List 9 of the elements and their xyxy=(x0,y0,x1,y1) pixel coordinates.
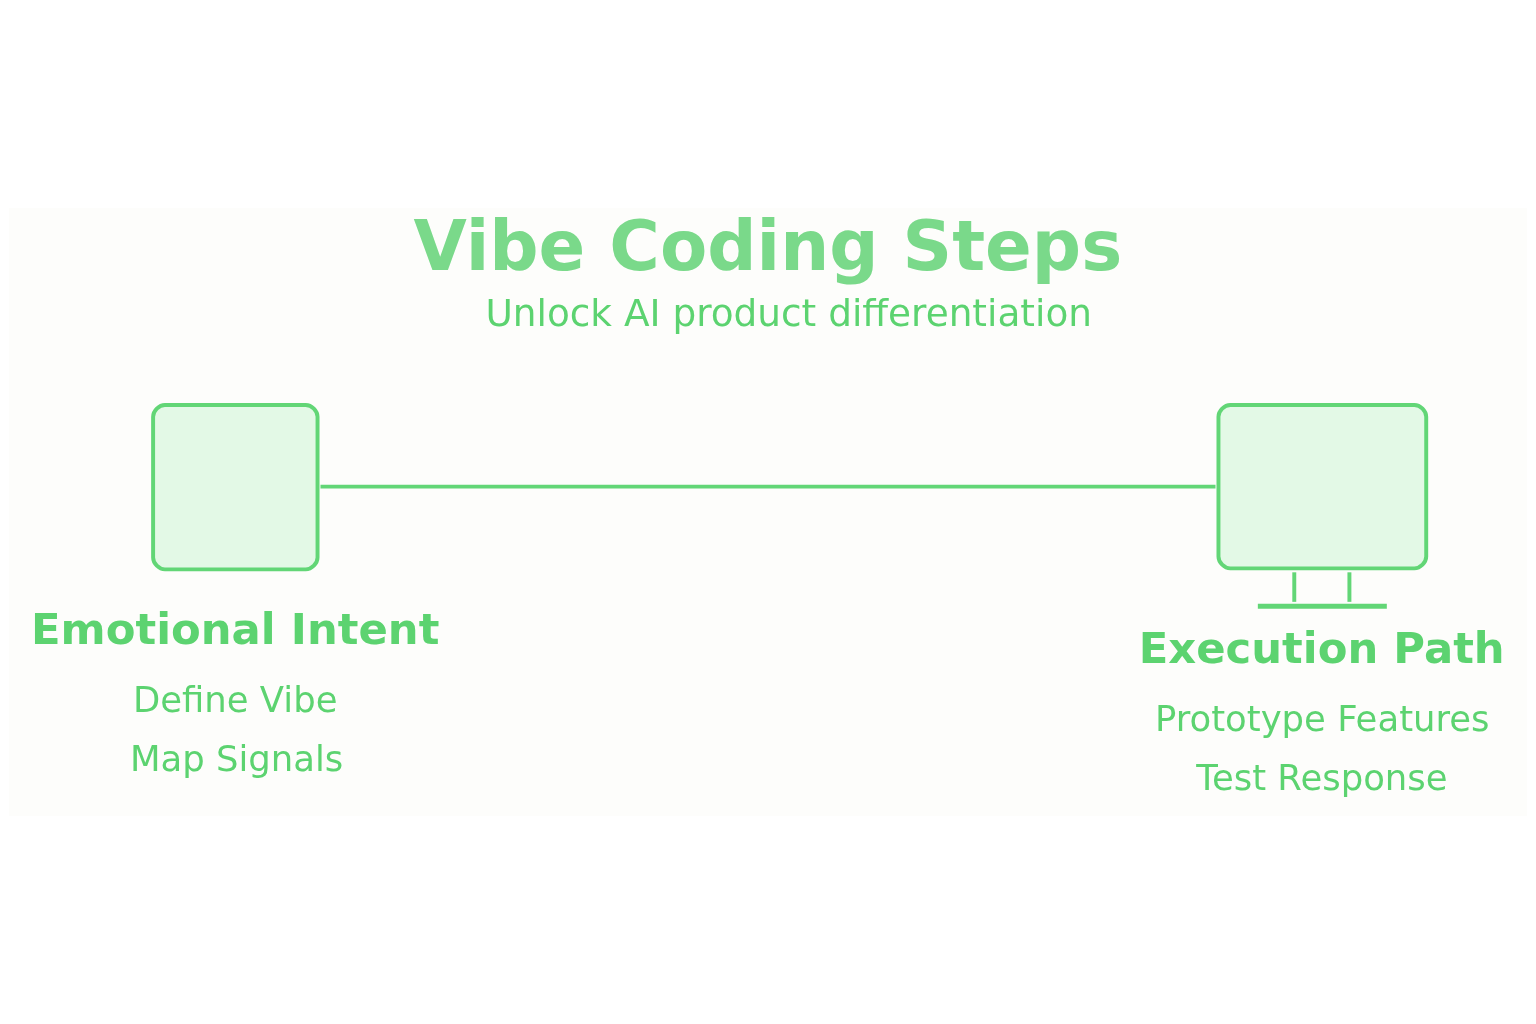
label: Unlock AI product differentiation xyxy=(485,290,1093,335)
diagram-title: Vibe Coding Steps xyxy=(413,206,1123,287)
connector xyxy=(320,484,1216,489)
node-label: Define Vibe xyxy=(132,678,338,720)
node-label: Map Signals xyxy=(129,738,344,779)
node-label: Test Response xyxy=(1196,756,1448,798)
node-label: Prototype Features xyxy=(1154,697,1490,739)
node-label: Emotional Intent xyxy=(31,604,440,655)
node-label: Execution Path xyxy=(1138,623,1505,674)
